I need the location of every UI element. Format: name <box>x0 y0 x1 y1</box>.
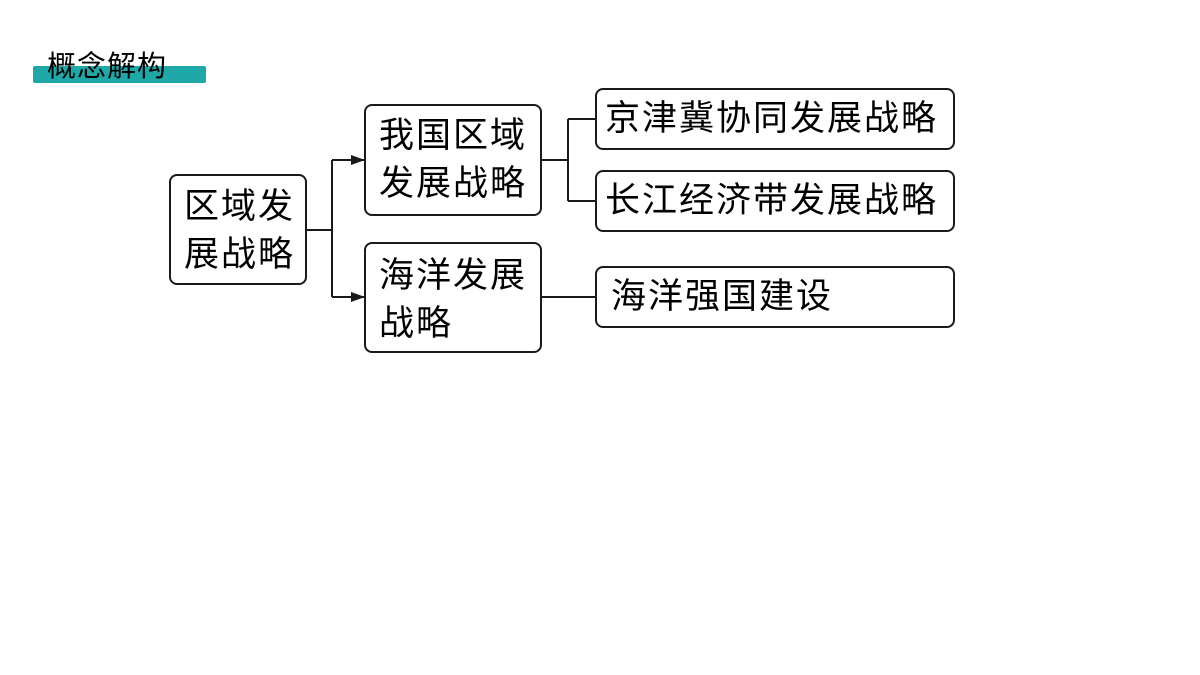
header-accent-bar <box>33 66 206 83</box>
node-yangtze-label: 长江经济带发展战略 <box>605 181 939 221</box>
node-maritime-power-construction: 海洋强国建设 <box>595 266 955 328</box>
node-ocean-development-strategy: 海洋发展 战略 <box>364 242 542 353</box>
section-title: 概念解构 <box>47 49 168 83</box>
node-root-line1: 区域发 <box>184 187 296 227</box>
node-ocean-line1: 海洋发展 <box>379 256 528 296</box>
node-maritime-label: 海洋强国建设 <box>611 277 834 317</box>
node-domestic-line2: 发展战略 <box>379 164 528 204</box>
node-regional-development-strategy: 区域发 展战略 <box>169 174 307 285</box>
node-jjj-label: 京津冀协同发展战略 <box>605 99 939 139</box>
node-domestic-regional-strategy: 我国区域 发展战略 <box>364 104 542 216</box>
node-yangtze-economic-belt-strategy: 长江经济带发展战略 <box>595 170 955 232</box>
node-domestic-line1: 我国区域 <box>379 116 528 156</box>
node-root-line2: 展战略 <box>184 235 296 275</box>
node-jingjinji-strategy: 京津冀协同发展战略 <box>595 88 955 150</box>
node-ocean-line2: 战略 <box>379 304 454 344</box>
